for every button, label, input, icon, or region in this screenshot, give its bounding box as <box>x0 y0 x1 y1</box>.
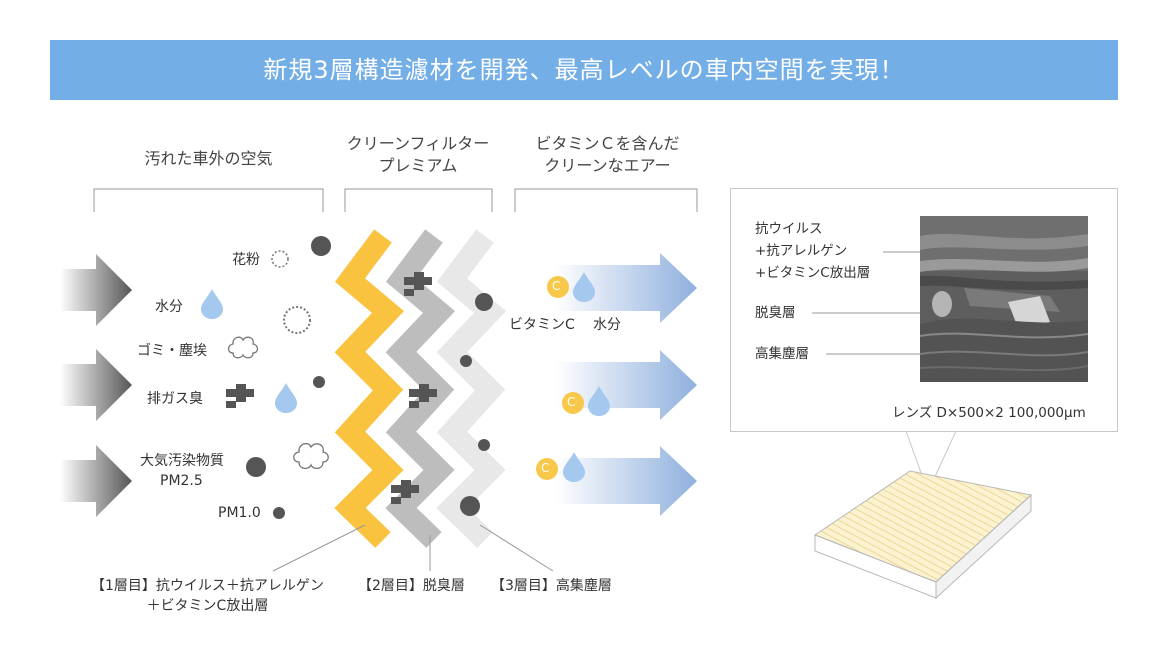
arrow-in-3 <box>60 445 132 517</box>
panel-label-dust: 高集塵層 <box>755 346 809 362</box>
bracket-clean-air <box>514 188 698 212</box>
particle-icon-captured-2 <box>460 355 472 367</box>
leader-layer-3 <box>479 524 554 572</box>
label-vitamin-c: ビタミンC <box>509 317 575 333</box>
pollen-cloud-icon <box>293 442 329 470</box>
label-dust: ゴミ・塵埃 <box>137 343 207 359</box>
label-exhaust: 排ガス臭 <box>147 391 203 407</box>
filter-layer-1 <box>334 229 405 548</box>
page-title: 新規3層構造濾材を開発、最高レベルの車内空間を実現！ <box>263 56 905 84</box>
vitamin-icon-1 <box>547 276 569 298</box>
vitamin-badge-2: C <box>567 395 576 409</box>
title-banner <box>50 40 1118 100</box>
label-layer-1: 【1層目】抗ウイルス＋抗アレルゲン ＋ビタミンC放出層 <box>91 576 324 616</box>
particle-icon-1 <box>311 236 331 256</box>
particle-icon-captured-4 <box>460 496 480 516</box>
bracket-dirty-air <box>93 188 324 212</box>
label-output-water: 水分 <box>593 317 621 333</box>
vitamin-badge-1: C <box>552 279 561 293</box>
vitamin-icon-3 <box>536 458 558 480</box>
panel-label-antivirus: 抗ウイルス +抗アレルゲン +ビタミンC放出層 <box>755 221 871 281</box>
label-pm25-code: PM2.5 <box>160 473 203 489</box>
label-pollen: 花粉 <box>232 252 260 268</box>
leader-layer-1 <box>272 524 366 572</box>
particle-icon-captured-1 <box>475 293 493 311</box>
pollen-icon <box>271 250 289 268</box>
label-layer-3: 【3層目】高集塵層 <box>491 578 612 594</box>
header-dirty-air: 汚れた車外の空気 <box>144 149 273 168</box>
label-pm10: PM1.0 <box>218 505 261 521</box>
particle-icon-captured-3 <box>478 439 490 451</box>
arrow-out-1 <box>555 253 697 323</box>
particle-icon-3 <box>246 457 266 477</box>
filter-layer-3 <box>436 229 507 548</box>
header-filter: クリーンフィルター プレミアム <box>346 134 490 175</box>
microscope-image <box>920 216 1088 382</box>
label-layer-1-line-2: ＋ビタミンC放出層 <box>146 598 269 614</box>
arrow-in-2 <box>60 349 132 421</box>
arrow-out-3 <box>555 446 697 516</box>
dust-cloud-icon <box>227 336 259 359</box>
pollen-large-icon <box>283 306 311 334</box>
vitamin-badge-3: C <box>541 461 550 475</box>
vitamin-icon-2 <box>562 392 584 414</box>
filter-pad <box>813 470 1033 600</box>
arrow-in-1 <box>60 254 132 326</box>
label-pm25-name: 大気汚染物質 <box>140 453 224 469</box>
label-layer-1-line-1: 【1層目】抗ウイルス＋抗アレルゲン <box>91 578 324 594</box>
particle-icon-2 <box>313 376 325 388</box>
label-pm25: 大気汚染物質 PM2.5 <box>140 451 224 491</box>
label-water: 水分 <box>155 299 183 315</box>
label-layer-2: 【2層目】脱臭層 <box>358 578 465 594</box>
header-clean-air: ビタミンＣを含んだ クリーンなエアー <box>535 134 680 175</box>
panel-caption: レンズ D×500×2 100,000μm <box>892 405 1086 421</box>
panel-label-deodorize: 脱臭層 <box>755 305 796 321</box>
bracket-filter <box>344 188 493 212</box>
particle-icon-4 <box>273 507 285 519</box>
